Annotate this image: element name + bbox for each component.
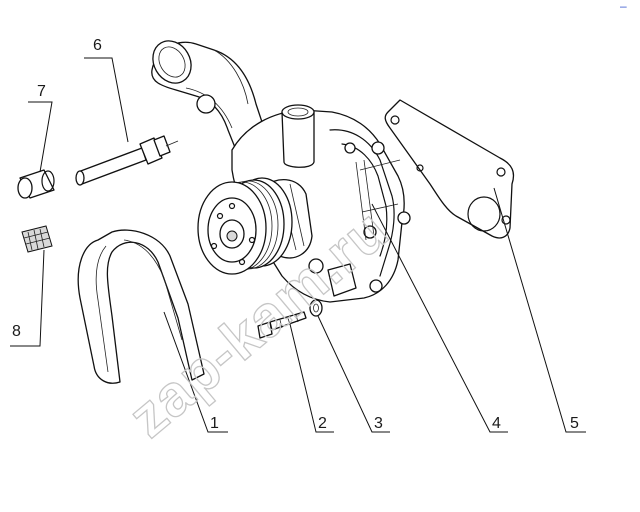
leader-1 (163, 311, 228, 433)
callout-7: 7 (37, 83, 46, 100)
part-6-stud (75, 135, 179, 186)
callout-3: 3 (374, 415, 383, 432)
callout-2: 2 (318, 415, 327, 432)
leader-2 (289, 323, 334, 433)
leader-5 (493, 187, 586, 433)
leader-7 (28, 101, 53, 173)
part-7-bushing (17, 169, 55, 199)
part-1-belt (77, 229, 205, 384)
part-5-gasket (384, 99, 515, 239)
part-3-washer (309, 299, 323, 317)
leader-8 (10, 249, 45, 347)
leader-3 (317, 315, 390, 433)
callout-labels: 6 7 8 1 2 3 4 5 (12, 37, 579, 432)
callout-5: 5 (570, 415, 579, 432)
leader-6 (84, 57, 129, 143)
callout-8: 8 (12, 323, 21, 340)
leader-4 (371, 203, 508, 433)
callout-6: 6 (93, 37, 102, 54)
callout-1: 1 (210, 415, 219, 432)
corner-mark: ‒ (620, 0, 627, 13)
pump-pulley (197, 177, 293, 275)
leader-lines (10, 57, 586, 433)
part-2-bolt (257, 311, 307, 339)
part-8-bearing-cage (21, 225, 53, 253)
callout-4: 4 (492, 415, 501, 432)
